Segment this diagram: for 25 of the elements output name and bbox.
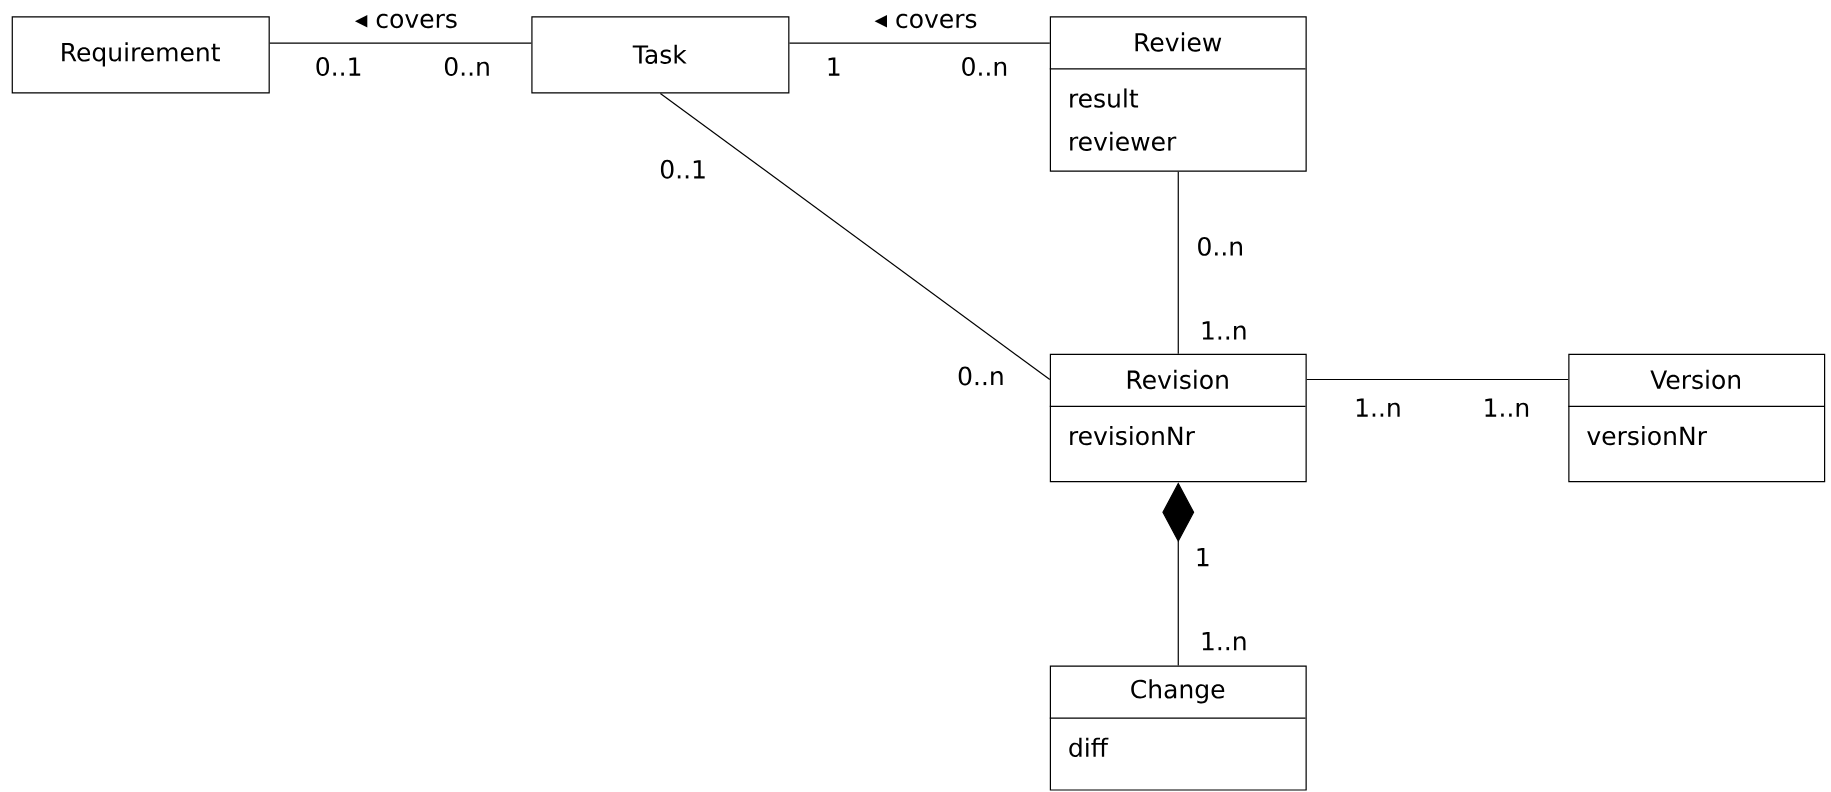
multiplicity-label: 0..n	[962, 57, 1007, 77]
class-box: Revision revisionNr	[1049, 353, 1307, 483]
class-box: Task	[531, 16, 790, 94]
multiplicity-label: 1..n	[1202, 321, 1246, 340]
edge-label: ◂ covers	[874, 14, 977, 29]
multiplicity-label: 1..n	[1485, 398, 1529, 417]
association-line	[1177, 171, 1179, 355]
class-box: Change diff	[1049, 665, 1307, 791]
association-line	[269, 42, 532, 44]
multiplicity-label: 1	[828, 57, 840, 76]
multiplicity-label: 1..n	[1202, 632, 1246, 651]
edge-label: ◂ covers	[354, 14, 457, 29]
class-box: Version versionNr	[1567, 353, 1826, 483]
multiplicity-label: 0..1	[316, 57, 361, 77]
multiplicity-label: 1	[1197, 548, 1209, 567]
association-line	[659, 93, 1051, 381]
multiplicity-label: 0..n	[1198, 237, 1242, 256]
association-line	[788, 42, 1051, 44]
class-box: Requirement	[11, 16, 270, 94]
association-line	[1306, 379, 1569, 381]
class-box: Review result reviewer	[1049, 16, 1307, 172]
multiplicity-label: 0..n	[444, 57, 489, 77]
multiplicity-label: 0..n	[958, 366, 1003, 386]
multiplicity-label: 1..n	[1356, 398, 1400, 417]
multiplicity-label: 0..1	[660, 160, 705, 179]
